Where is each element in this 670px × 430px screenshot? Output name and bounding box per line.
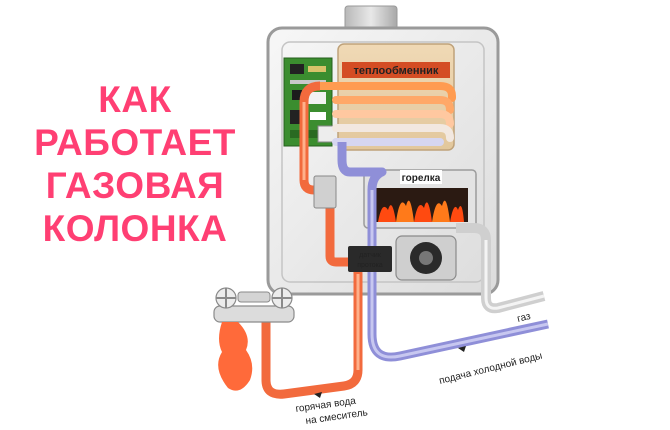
gas-valve-unit <box>395 235 457 281</box>
burner-flames <box>378 200 464 222</box>
temperature-sensor <box>313 175 337 209</box>
cold-water-label: подача холодной воды <box>438 351 543 387</box>
title-line-3: ГАЗОВАЯ <box>45 165 225 206</box>
flow-sensor-label-2: протока <box>357 262 383 269</box>
hot-water-stream <box>218 322 253 391</box>
heat-exchanger-label-bg <box>342 62 450 78</box>
burner-label-bg <box>400 170 442 184</box>
gas-label: газ <box>516 311 532 325</box>
hot-water-pipe <box>261 81 363 399</box>
heat-exchanger-coils <box>316 82 456 146</box>
mixer-tap <box>213 287 295 323</box>
cold-water-arrow <box>458 346 466 352</box>
title-line-1: КАК <box>98 79 172 120</box>
title-line-4: КОЛОНКА <box>42 208 228 249</box>
gas-pipe-highlight <box>484 240 545 310</box>
heat-exchanger-label: теплообменник <box>354 65 439 77</box>
flow-sensor: датчик протока <box>348 246 392 272</box>
hot-water-pipe-highlight <box>302 102 360 370</box>
cold-water-pipe-highlight <box>370 190 549 359</box>
hot-water-arrow <box>314 392 322 398</box>
heater-inner-frame <box>281 41 485 283</box>
title-line-2: РАБОТАЕТ <box>34 122 236 163</box>
burner-label: горелка <box>402 173 441 184</box>
page-title: КАК РАБОТАЕТ ГАЗОВАЯ КОЛОНКА <box>30 78 240 250</box>
flow-sensor-label: датчик <box>359 252 382 259</box>
